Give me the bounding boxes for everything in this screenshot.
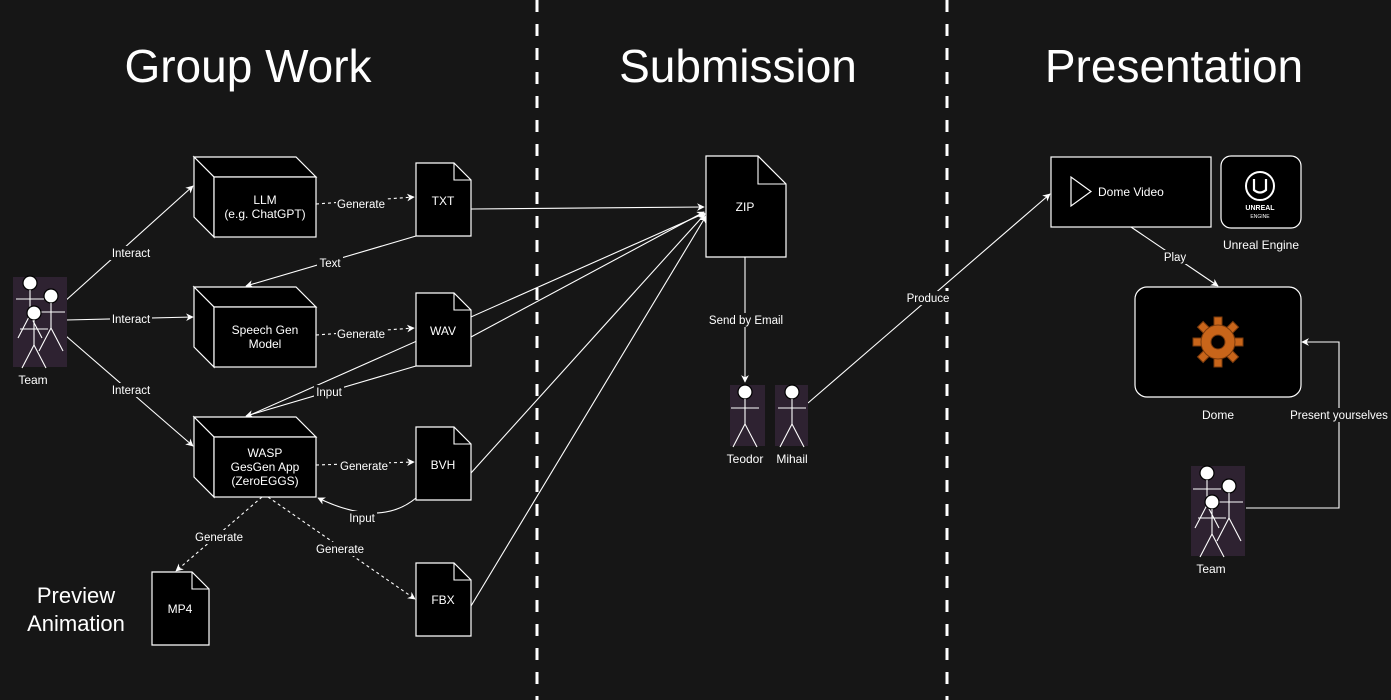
unreal-logo-icon: UNREAL ENGINE xyxy=(1245,171,1275,220)
preview-animation-label-2: Animation xyxy=(27,611,125,636)
actor-teodor[interactable]: Teodor xyxy=(727,384,765,466)
file-fbx[interactable]: FBX xyxy=(415,562,472,637)
edge-fbx-zip xyxy=(470,215,707,607)
edge-label-generate-bvh: Generate xyxy=(340,461,388,473)
node-llm-label-2: (e.g. ChatGPT) xyxy=(224,207,305,221)
node-unreal-engine[interactable]: UNREAL ENGINE Unreal Engine xyxy=(1220,155,1302,252)
edge-label-play: Play xyxy=(1164,252,1187,264)
section-title-group-work: Group Work xyxy=(124,40,372,92)
edge-label-present-yourselves: Present yourselves xyxy=(1290,410,1388,422)
node-wasp-label-2: GesGen App xyxy=(231,460,300,474)
node-dome-video-label: Dome Video xyxy=(1098,185,1164,199)
file-mp4[interactable]: MP4 xyxy=(151,571,210,646)
edge-label-generate-wav: Generate xyxy=(337,329,385,341)
edge-label-produce: Produce xyxy=(907,293,950,305)
file-bvh[interactable]: BVH xyxy=(415,426,472,501)
file-wav[interactable]: WAV xyxy=(415,292,472,367)
section-title-presentation: Presentation xyxy=(1045,40,1303,92)
file-bvh-label: BVH xyxy=(431,458,456,472)
file-fbx-label: FBX xyxy=(431,593,454,607)
file-zip[interactable]: ZIP xyxy=(705,155,787,258)
edge-wav-zip xyxy=(470,211,705,338)
actor-team-left[interactable]: Team xyxy=(13,275,67,387)
node-dome-label: Dome xyxy=(1202,408,1234,422)
node-speech-label-1: Speech Gen xyxy=(232,323,299,337)
actor-team-right-label: Team xyxy=(1196,562,1225,576)
edge-label-generate-mp4: Generate xyxy=(195,532,243,544)
actor-mihail[interactable]: Mihail xyxy=(775,384,808,466)
edge-wasp-zip xyxy=(247,212,706,417)
node-speech-gen-model[interactable]: Speech Gen Model xyxy=(192,285,318,369)
node-dome-video[interactable]: Dome Video xyxy=(1050,156,1212,228)
gear-icon xyxy=(1192,316,1244,368)
unreal-logo-text-1: UNREAL xyxy=(1245,205,1275,212)
edge-label-input-bvh: Input xyxy=(349,513,375,525)
edge-interact-llm xyxy=(63,185,194,303)
edge-txt-zip xyxy=(470,203,705,211)
play-triangle-icon xyxy=(1070,175,1093,208)
file-txt[interactable]: TXT xyxy=(415,162,472,237)
actor-team-left-label: Team xyxy=(18,373,47,387)
node-speech-label-2: Model xyxy=(249,337,282,351)
edge-bvh-zip xyxy=(470,213,706,474)
node-wasp-label-1: WASP xyxy=(248,446,283,460)
file-mp4-label: MP4 xyxy=(168,602,193,616)
edge-label-interact-wasp: Interact xyxy=(112,385,151,397)
node-unreal-engine-label: Unreal Engine xyxy=(1223,238,1299,252)
edge-label-send-by-email: Send by Email xyxy=(709,315,783,327)
actor-team-right[interactable]: Team xyxy=(1191,465,1245,576)
edge-present-yourselves xyxy=(1246,338,1340,509)
file-wav-label: WAV xyxy=(430,324,456,338)
file-zip-label: ZIP xyxy=(736,200,755,214)
edge-input-bvh xyxy=(317,497,417,514)
edge-label-interact-speech: Interact xyxy=(112,314,151,326)
actor-teodor-label: Teodor xyxy=(727,452,764,466)
node-wasp-label-3: (ZeroEGGS) xyxy=(231,474,298,488)
unreal-logo-text-2: ENGINE xyxy=(1250,214,1270,220)
section-title-submission: Submission xyxy=(619,40,857,92)
edge-label-text: Text xyxy=(319,258,341,270)
node-llm-label-1: LLM xyxy=(253,193,276,207)
node-wasp-gesgen-app[interactable]: WASP GesGen App (ZeroEGGS) xyxy=(192,415,318,499)
preview-animation-label-1: Preview xyxy=(37,583,115,608)
node-llm[interactable]: LLM (e.g. ChatGPT) xyxy=(192,155,318,239)
edge-label-generate-txt: Generate xyxy=(337,199,385,211)
edge-label-generate-fbx: Generate xyxy=(316,544,364,556)
actor-mihail-label: Mihail xyxy=(776,452,807,466)
node-dome[interactable]: Dome xyxy=(1134,286,1302,422)
file-txt-label: TXT xyxy=(432,194,455,208)
edge-label-interact-llm: Interact xyxy=(112,248,151,260)
edge-label-input-wav: Input xyxy=(316,387,342,399)
